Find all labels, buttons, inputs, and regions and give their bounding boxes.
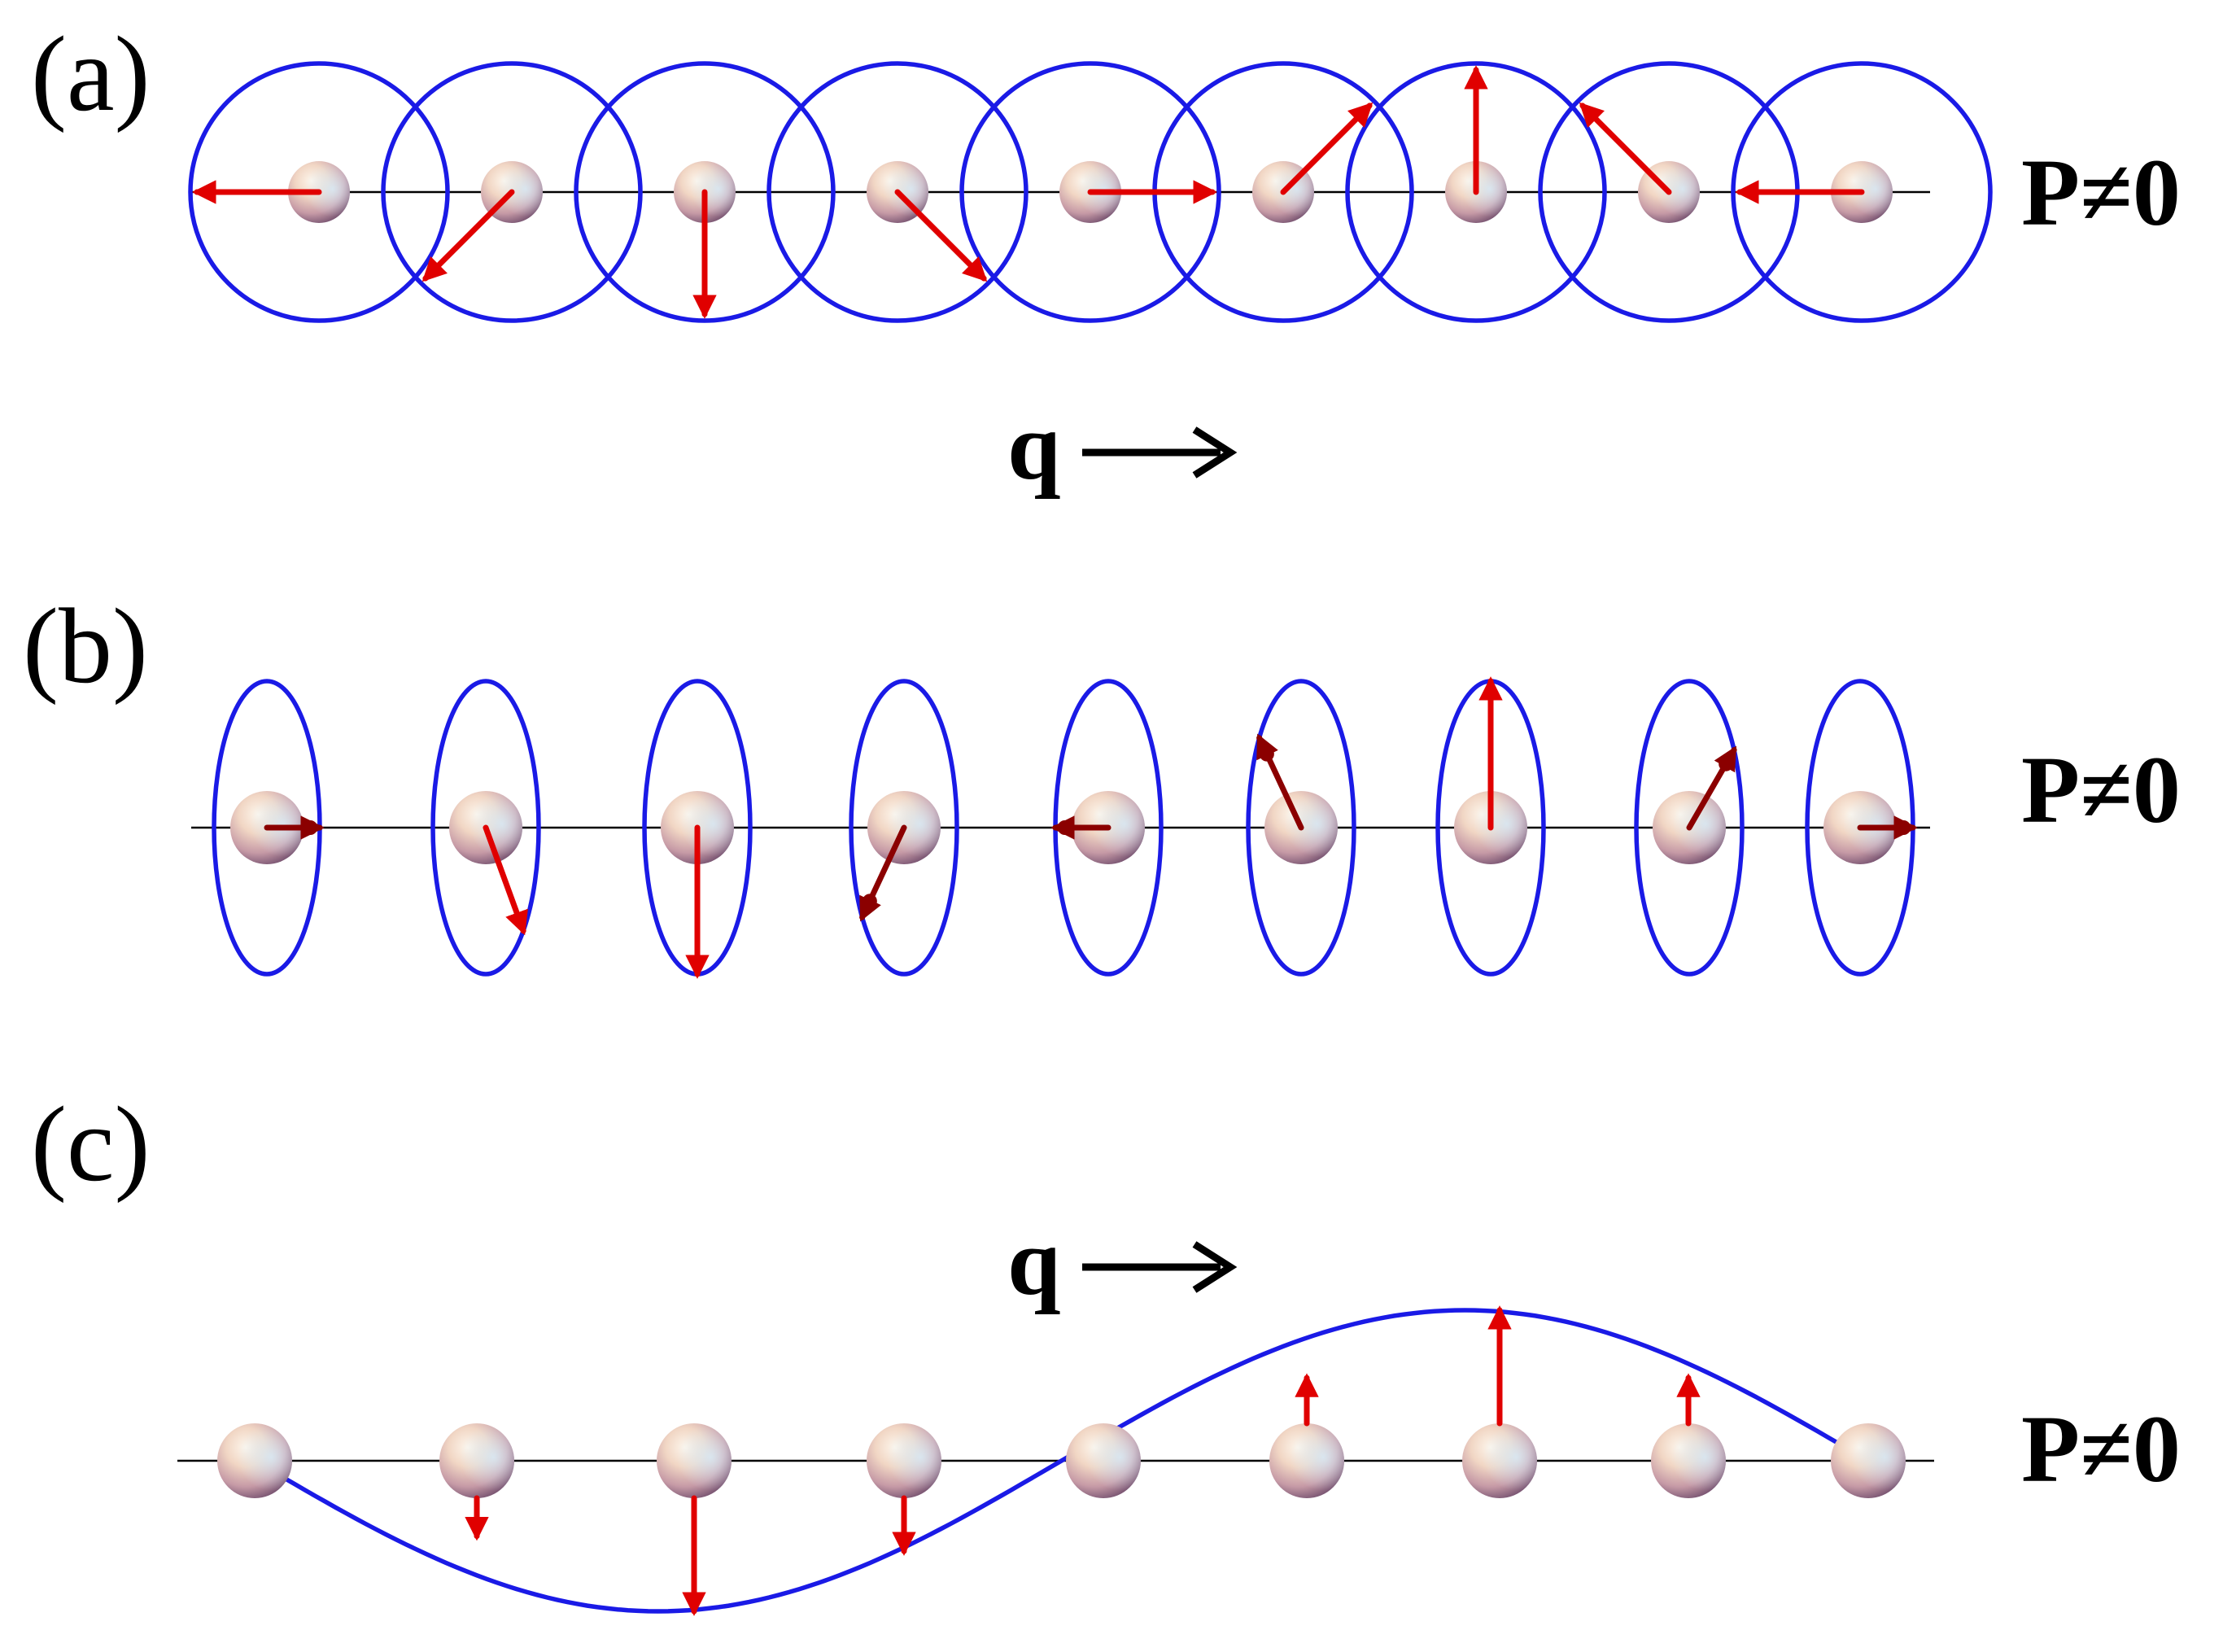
panel-a-envelope-circle <box>381 61 643 323</box>
panel-c-atom <box>439 1423 514 1498</box>
panel-c: (c) q P≠0 <box>31 1084 2181 1616</box>
panel-c-sine-envelope <box>253 1308 1870 1614</box>
panel-b-spins <box>230 676 1918 979</box>
panel-a-envelope-circle <box>574 61 836 323</box>
wavevector-a-symbol: q <box>1007 393 1061 500</box>
panel-b-envelope-ellipse <box>1634 679 1745 977</box>
panel-c-spins <box>217 1305 1906 1616</box>
panel-a-envelope-circle <box>959 61 1221 323</box>
panel-a-envelope-circle <box>766 61 1029 323</box>
panel-c-atom <box>217 1423 292 1498</box>
panel-b-spin-tip <box>862 894 877 909</box>
panel-b-spin-tip <box>1896 820 1911 835</box>
panel-b-envelope-ellipse <box>430 679 541 977</box>
wavevector-c-arrow-head <box>1192 1241 1238 1293</box>
panel-b-polarization-label: P≠0 <box>2021 736 2181 843</box>
panel-c-atom <box>1831 1423 1906 1498</box>
panel-b-envelope-ellipse <box>1246 679 1356 977</box>
panel-b-label: (b) <box>23 586 148 706</box>
wavevector-a-arrow-head <box>1192 426 1238 479</box>
panel-a-polarization-label: P≠0 <box>2021 139 2181 246</box>
panel-a-spins <box>192 65 1893 319</box>
panel-c-label: (c) <box>31 1084 151 1204</box>
wavevector-c-symbol: q <box>1007 1208 1061 1315</box>
panel-a-circle-envelopes <box>188 61 1993 323</box>
panel-b-spin-tip <box>1057 820 1072 835</box>
panel-a-envelope-circle <box>1345 61 1607 323</box>
wavevector-a: q <box>1007 393 1238 500</box>
wavevector-c: q <box>1007 1208 1238 1315</box>
panel-c-polarization-label: P≠0 <box>2021 1396 2181 1502</box>
panel-a-envelope-circle <box>1731 61 1993 323</box>
panel-a-envelope-circle <box>188 61 450 323</box>
panel-c-atom <box>1462 1423 1537 1498</box>
panel-b-spin-tip <box>1719 756 1734 771</box>
panel-b-spin-tip <box>1259 746 1274 762</box>
panel-a-spin-arrow <box>1579 102 1672 195</box>
panel-a: (a) P≠0 q <box>31 14 2181 500</box>
panel-c-atom <box>657 1423 732 1498</box>
panel-a-spin-arrow <box>421 189 515 282</box>
panel-a-label: (a) <box>31 14 151 133</box>
panel-a-spin-arrow <box>1280 102 1374 195</box>
panel-c-atom <box>867 1423 941 1498</box>
panel-b: (b) P≠0 <box>23 586 2181 979</box>
panel-a-spin-arrow <box>894 189 988 282</box>
panel-c-atom <box>1066 1423 1141 1498</box>
panel-b-spin-arrow <box>483 824 528 936</box>
panel-c-atom <box>1269 1423 1344 1498</box>
panel-b-spin-tip <box>303 820 318 835</box>
panel-b-envelope-ellipse <box>849 679 959 977</box>
panel-c-atom <box>1651 1423 1726 1498</box>
